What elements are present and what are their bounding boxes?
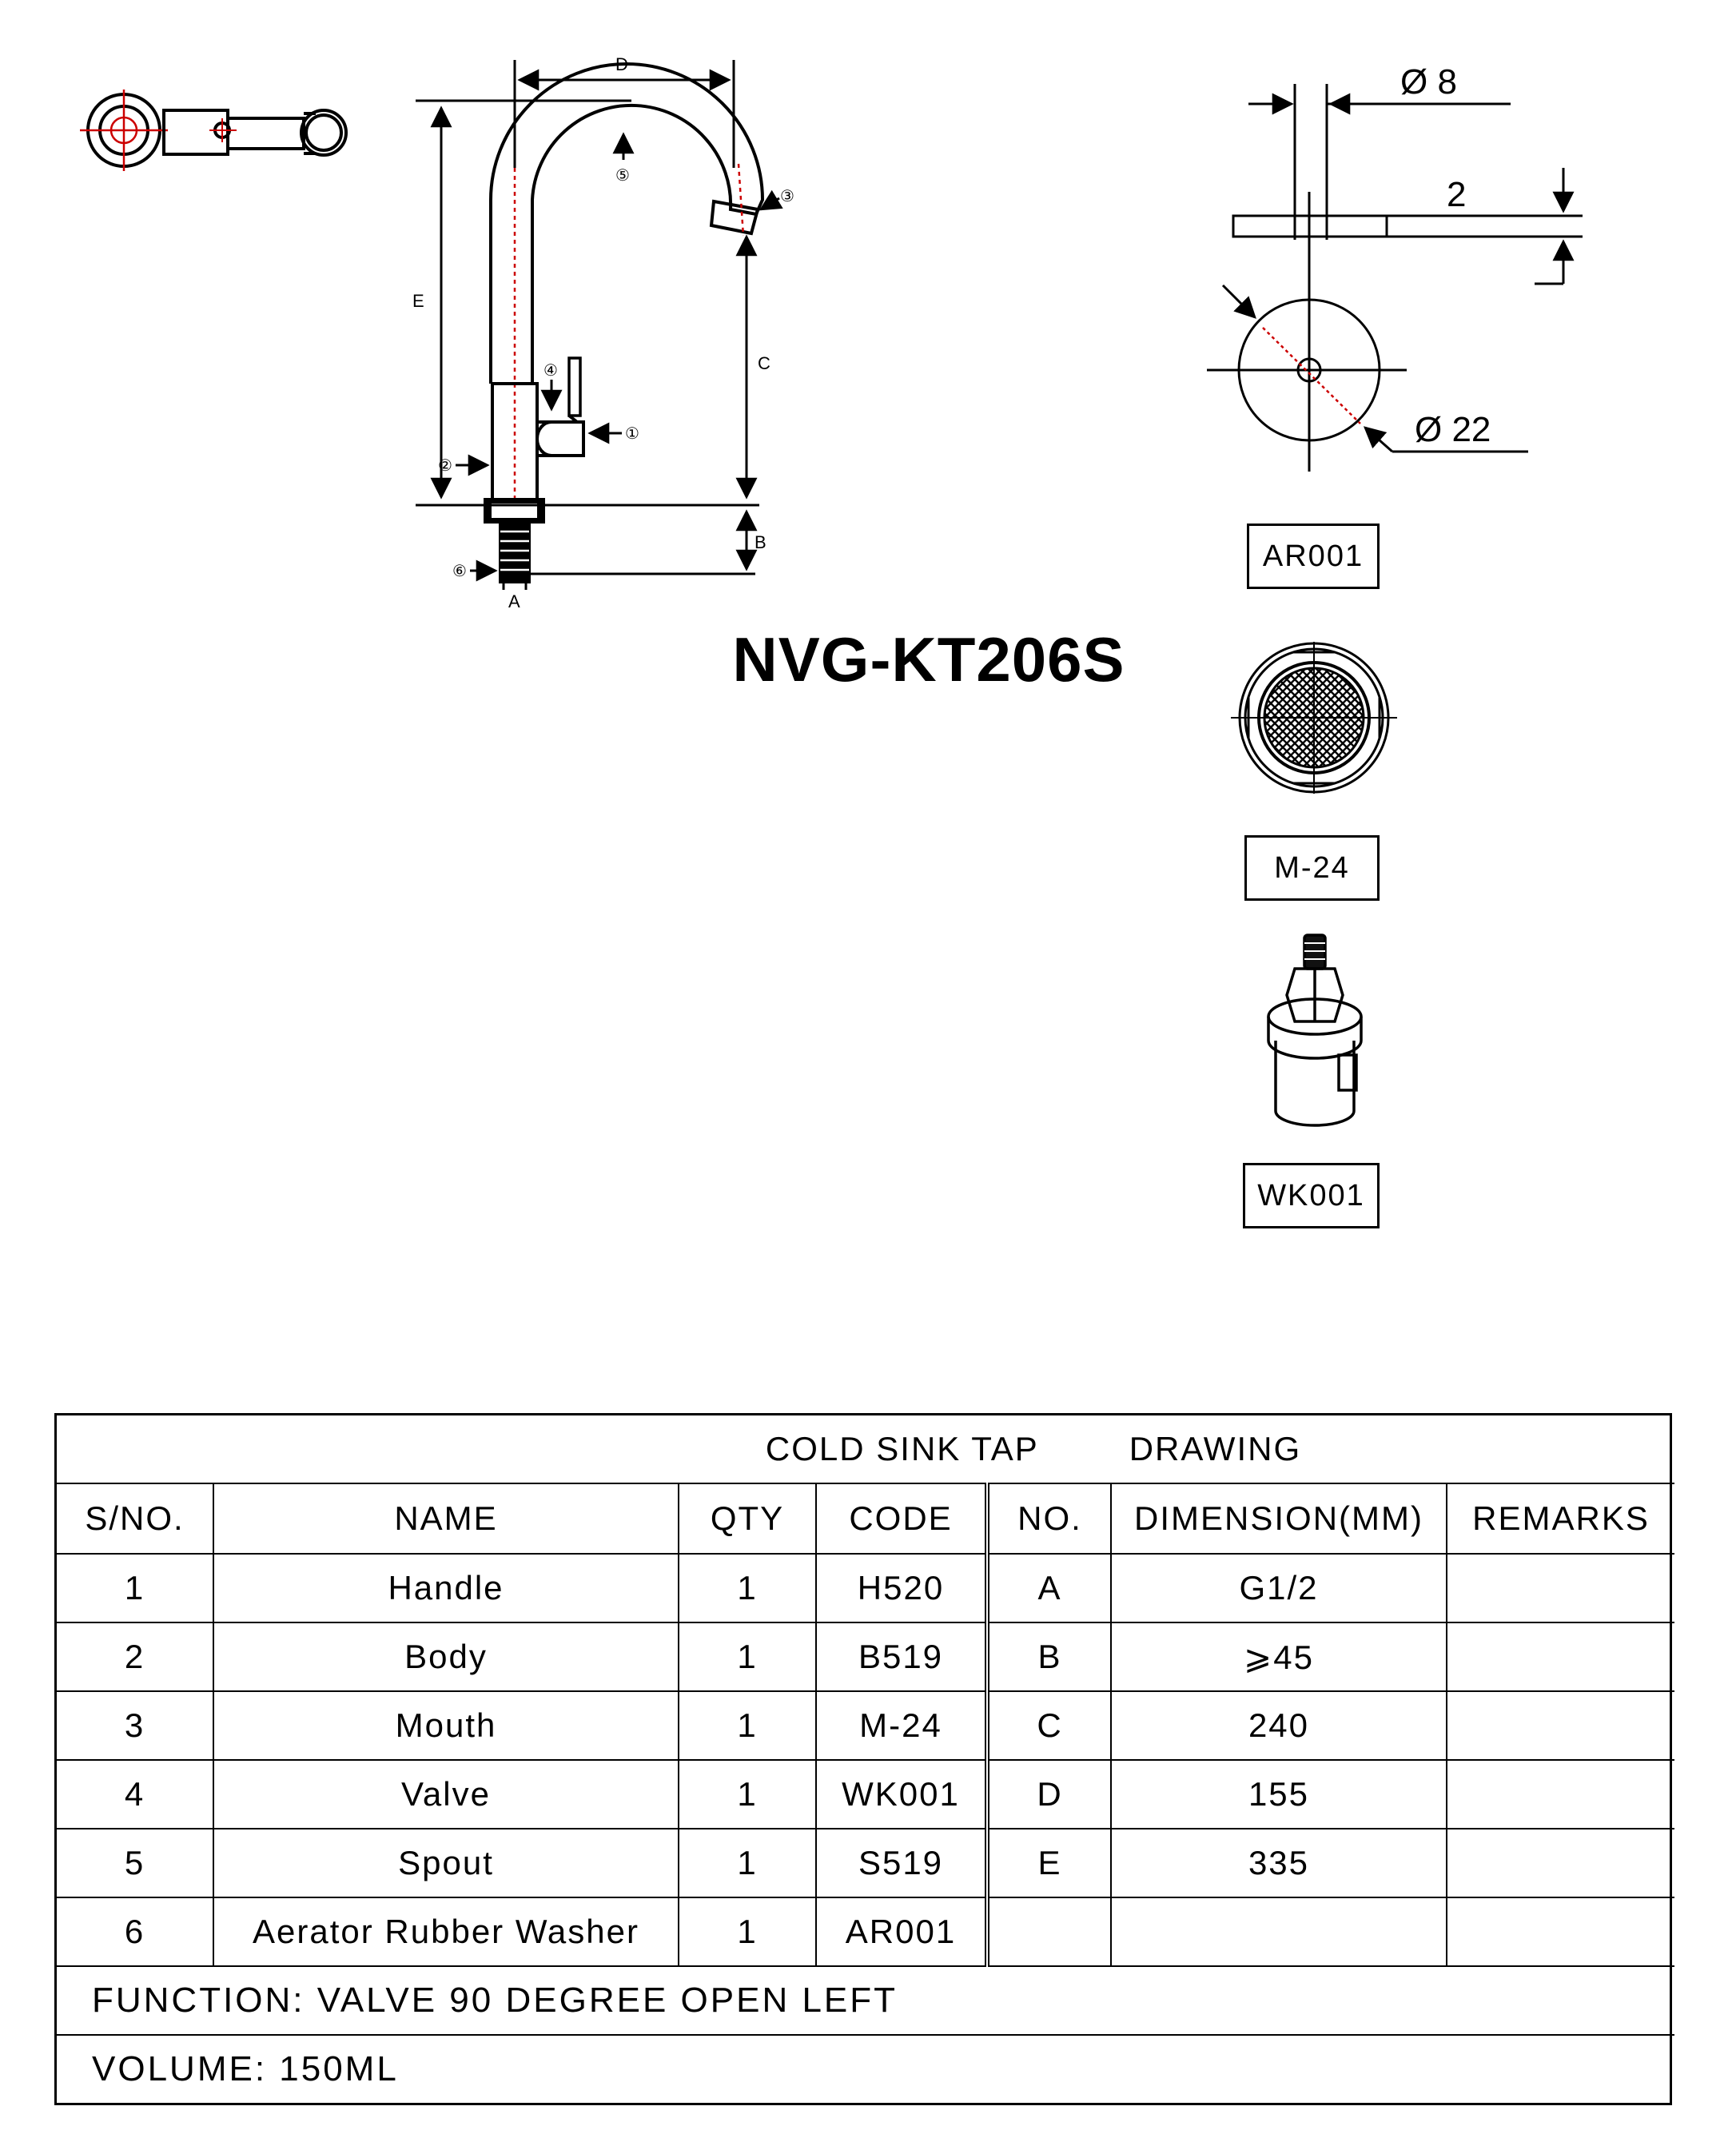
cell-dimension: ⩾45 [1110, 1622, 1447, 1692]
table-row: 6 Aerator Rubber Washer 1 AR001 [57, 1897, 1675, 1967]
cell-name: Body [213, 1622, 679, 1692]
dimension-lines [416, 60, 783, 582]
cell-no: D [986, 1759, 1112, 1829]
washer-drawing [1207, 84, 1583, 472]
cell-remarks [1445, 1897, 1675, 1967]
cell-qty: 1 [678, 1690, 817, 1761]
table-row: 4 Valve 1 WK001 D 155 [57, 1759, 1675, 1829]
cell-name: Spout [213, 1828, 679, 1898]
spec-table: COLD SINK TAP DRAWING S/NO. NAME QTY COD… [54, 1413, 1675, 2105]
marker-1: ① [625, 424, 639, 443]
washer-thickness-dim: 2 [1447, 175, 1466, 214]
label-valve-text: WK001 [1257, 1178, 1365, 1212]
cell-name: Valve [213, 1759, 679, 1829]
valve-cartridge-drawing [1267, 934, 1363, 1127]
dim-letter-a: A [508, 591, 520, 611]
cell-remarks [1445, 1759, 1675, 1829]
cell-no [986, 1897, 1112, 1967]
cell-sno: 2 [57, 1622, 214, 1692]
cell-code: AR001 [815, 1897, 989, 1967]
model-title-text: NVG-KT206S [732, 624, 1125, 695]
header-dimension: DIMENSION(MM) [1110, 1483, 1447, 1555]
cell-name: Aerator Rubber Washer [213, 1897, 679, 1967]
cell-qty: 1 [678, 1897, 817, 1967]
table-header-row: S/NO. NAME QTY CODE NO. DIMENSION(MM) RE… [57, 1483, 1675, 1555]
cell-qty: 1 [678, 1759, 817, 1829]
dim-letter-e: E [412, 291, 424, 311]
cell-qty: 1 [678, 1622, 817, 1692]
table-caption-right: DRAWING [1129, 1430, 1302, 1467]
cell-no: B [986, 1622, 1112, 1692]
technical-drawing: D E C B A ① ② ③ ④ ⑤ ⑥ Ø 8 2 Ø 2 [80, 54, 1583, 1127]
marker-2: ② [438, 456, 452, 475]
dim-letter-d: D [615, 54, 628, 74]
model-title: NVG-KT206S [0, 623, 1736, 696]
cell-remarks [1445, 1622, 1675, 1692]
marker-6: ⑥ [452, 561, 467, 580]
table-row: 5 Spout 1 S519 E 335 [57, 1828, 1675, 1898]
cell-dimension: 335 [1110, 1828, 1447, 1898]
cell-sno: 5 [57, 1828, 214, 1898]
cell-sno: 3 [57, 1690, 214, 1761]
cell-sno: 1 [57, 1553, 214, 1623]
cell-sno: 4 [57, 1759, 214, 1829]
washer-outer-dim: Ø 22 [1415, 410, 1491, 449]
header-name: NAME [213, 1483, 679, 1555]
label-box-aerator-washer: AR001 [1247, 524, 1380, 589]
label-box-mouth: M-24 [1244, 835, 1380, 901]
marker-5: ⑤ [615, 165, 630, 185]
header-remarks: REMARKS [1445, 1483, 1675, 1555]
function-row: FUNCTION: VALVE 90 DEGREE OPEN LEFT [57, 1965, 1675, 2036]
cell-sno: 6 [57, 1897, 214, 1967]
cell-code: B519 [815, 1622, 989, 1692]
table-row: 3 Mouth 1 M-24 C 240 [57, 1690, 1675, 1761]
header-no: NO. [986, 1483, 1112, 1555]
marker-3: ③ [780, 186, 794, 205]
cell-no: E [986, 1828, 1112, 1898]
washer-inner-dim: Ø 8 [1400, 62, 1457, 102]
volume-row: VOLUME: 150ML [57, 2034, 1675, 2103]
cell-no: A [986, 1553, 1112, 1623]
aerator-drawing [1231, 642, 1397, 794]
table-caption-left: COLD SINK TAP [765, 1430, 1039, 1467]
header-qty: QTY [678, 1483, 817, 1555]
label-box-valve: WK001 [1243, 1163, 1380, 1228]
cell-name: Handle [213, 1553, 679, 1623]
cell-qty: 1 [678, 1553, 817, 1623]
marker-4: ④ [543, 360, 558, 380]
cell-qty: 1 [678, 1828, 817, 1898]
dim-letter-b: B [755, 532, 766, 552]
cell-dimension: G1/2 [1110, 1553, 1447, 1623]
cell-remarks [1445, 1690, 1675, 1761]
function-text: FUNCTION: VALVE 90 DEGREE OPEN LEFT [57, 1965, 1675, 2036]
volume-text: VOLUME: 150ML [57, 2034, 1675, 2103]
table-row: 1 Handle 1 H520 A G1/2 [57, 1553, 1675, 1623]
cell-dimension: 155 [1110, 1759, 1447, 1829]
cell-no: C [986, 1690, 1112, 1761]
cell-code: M-24 [815, 1690, 989, 1761]
top-view [80, 90, 348, 171]
cell-remarks [1445, 1828, 1675, 1898]
cell-dimension: 240 [1110, 1690, 1447, 1761]
cell-remarks [1445, 1553, 1675, 1623]
label-aerator-washer-text: AR001 [1262, 539, 1364, 573]
table-caption: COLD SINK TAP DRAWING [57, 1415, 1675, 1484]
cell-dimension [1110, 1897, 1447, 1967]
cell-code: H520 [815, 1553, 989, 1623]
faucet-side-view [484, 62, 765, 590]
cell-name: Mouth [213, 1690, 679, 1761]
label-mouth-text: M-24 [1274, 850, 1350, 885]
header-code: CODE [815, 1483, 989, 1555]
table-row: 2 Body 1 B519 B ⩾45 [57, 1622, 1675, 1692]
cell-code: S519 [815, 1828, 989, 1898]
dim-letter-c: C [758, 353, 770, 373]
header-sno: S/NO. [57, 1483, 214, 1555]
cell-code: WK001 [815, 1759, 989, 1829]
